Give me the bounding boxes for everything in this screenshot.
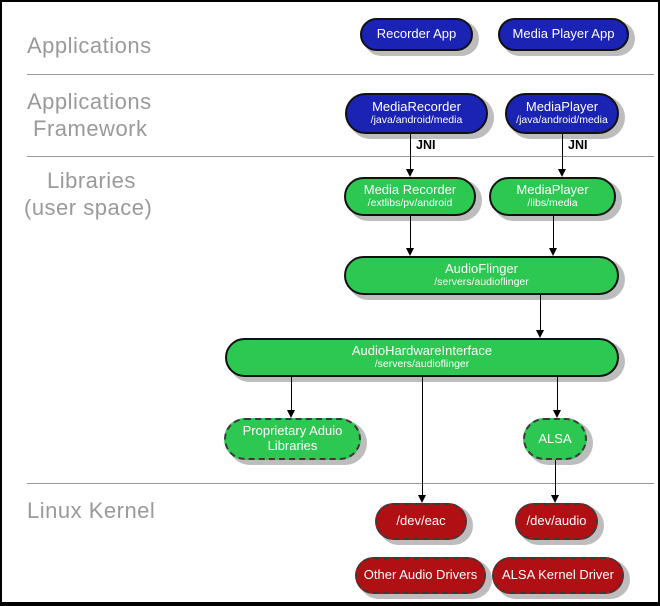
arrow-ahi-to-alsa-head [553,410,561,418]
arrow-alsa-to-dev-audio-line [555,460,556,495]
node-dev-audio: /dev/audio [515,503,598,540]
node-mediaplayer-lib-title: MediaPlayer [516,182,589,198]
node-audioflinger-title: AudioFlinger [445,261,518,277]
node-mediarecorder-framework: MediaRecorder /java/android/media [345,93,488,134]
node-mediarecorder-framework-path: /java/android/media [370,113,463,126]
node-mediarecorder-framework-title: MediaRecorder [372,99,461,115]
arrow-player-to-audioflinger-line [553,216,554,248]
node-audioflinger-path: /servers/audioflinger [434,275,529,288]
layer-label-libraries-line1: Libraries [47,168,136,193]
arrow-ahi-to-proprietary-line [291,377,292,410]
node-alsa-kernel-driver-label: ALSA Kernel Driver [502,567,614,583]
node-alsa-kernel-driver: ALSA Kernel Driver [492,557,624,594]
arrow-ahi-to-alsa-line [557,377,558,410]
arrow-ahi-to-proprietary-head [287,410,295,418]
node-mediaplayer-lib: MediaPlayer /libs/media [489,177,616,216]
arrow-alsa-to-dev-audio-head [551,495,559,503]
node-recorder-app: Recorder App [360,18,473,51]
layer-label-applications-framework-line2: Framework [33,116,148,141]
arrow-recorder-to-audioflinger-head [406,248,414,256]
arrow-player-to-audioflinger-head [549,248,557,256]
node-dev-audio-label: /dev/audio [526,513,587,529]
node-mediaplayer-framework: MediaPlayer /java/android/media [505,93,619,134]
arrow-jni-left-head [406,169,414,177]
jni-label-left: JNI [416,138,436,152]
node-mediaplayer-lib-path: /libs/media [527,196,578,209]
layer-label-libraries-line2: (user space) [24,195,153,220]
node-alsa: ALSA [523,418,587,460]
node-proprietary-audio-libraries-line1: Proprietary Aduio [242,423,343,439]
layer-label-applications: Applications [27,33,152,58]
node-media-player-app-label: Media Player App [512,26,615,42]
arrow-jni-left-line [410,133,411,169]
arrow-recorder-to-audioflinger-line [410,216,411,248]
node-alsa-label: ALSA [538,430,572,446]
arrow-audioflinger-to-ahi-line [540,295,541,330]
node-proprietary-audio-libraries: Proprietary Aduio Libraries [224,418,361,460]
node-audioflinger: AudioFlinger /servers/audioflinger [344,256,619,295]
divider-applications-framework [27,74,654,75]
node-other-audio-drivers: Other Audio Drivers [355,557,486,594]
node-dev-eac: /dev/eac [375,503,467,540]
node-mediaplayer-framework-path: /java/android/media [516,113,608,126]
node-other-audio-drivers-label: Other Audio Drivers [363,567,478,583]
arrow-audioflinger-to-ahi-head [536,330,544,338]
node-audiohardwareinterface: AudioHardwareInterface /servers/audiofli… [225,338,619,377]
node-proprietary-audio-libraries-line2: Libraries [267,438,318,453]
divider-libraries-kernel [27,483,654,484]
node-audiohardwareinterface-title: AudioHardwareInterface [351,343,493,359]
arrow-jni-right-head [558,169,566,177]
arrow-ahi-to-dev-eac-head [418,495,426,503]
layer-label-linux-kernel: Linux Kernel [27,498,156,523]
divider-framework-libraries [27,156,654,157]
jni-label-right: JNI [568,138,588,152]
node-media-recorder-lib-path: /extlibs/pv/android [367,196,453,209]
arrow-jni-right-line [562,133,563,169]
node-media-recorder-lib: Media Recorder /extlibs/pv/android [344,177,476,216]
node-dev-eac-label: /dev/eac [396,513,446,529]
arrow-ahi-to-dev-eac-line [422,377,423,495]
layer-label-applications-framework-line1: Applications [27,89,152,114]
node-recorder-app-label: Recorder App [376,26,457,42]
node-audiohardwareinterface-path: /servers/audioflinger [374,357,470,370]
node-mediaplayer-framework-title: MediaPlayer [525,99,599,115]
node-media-recorder-lib-title: Media Recorder [363,182,457,198]
node-media-player-app: Media Player App [498,18,629,51]
